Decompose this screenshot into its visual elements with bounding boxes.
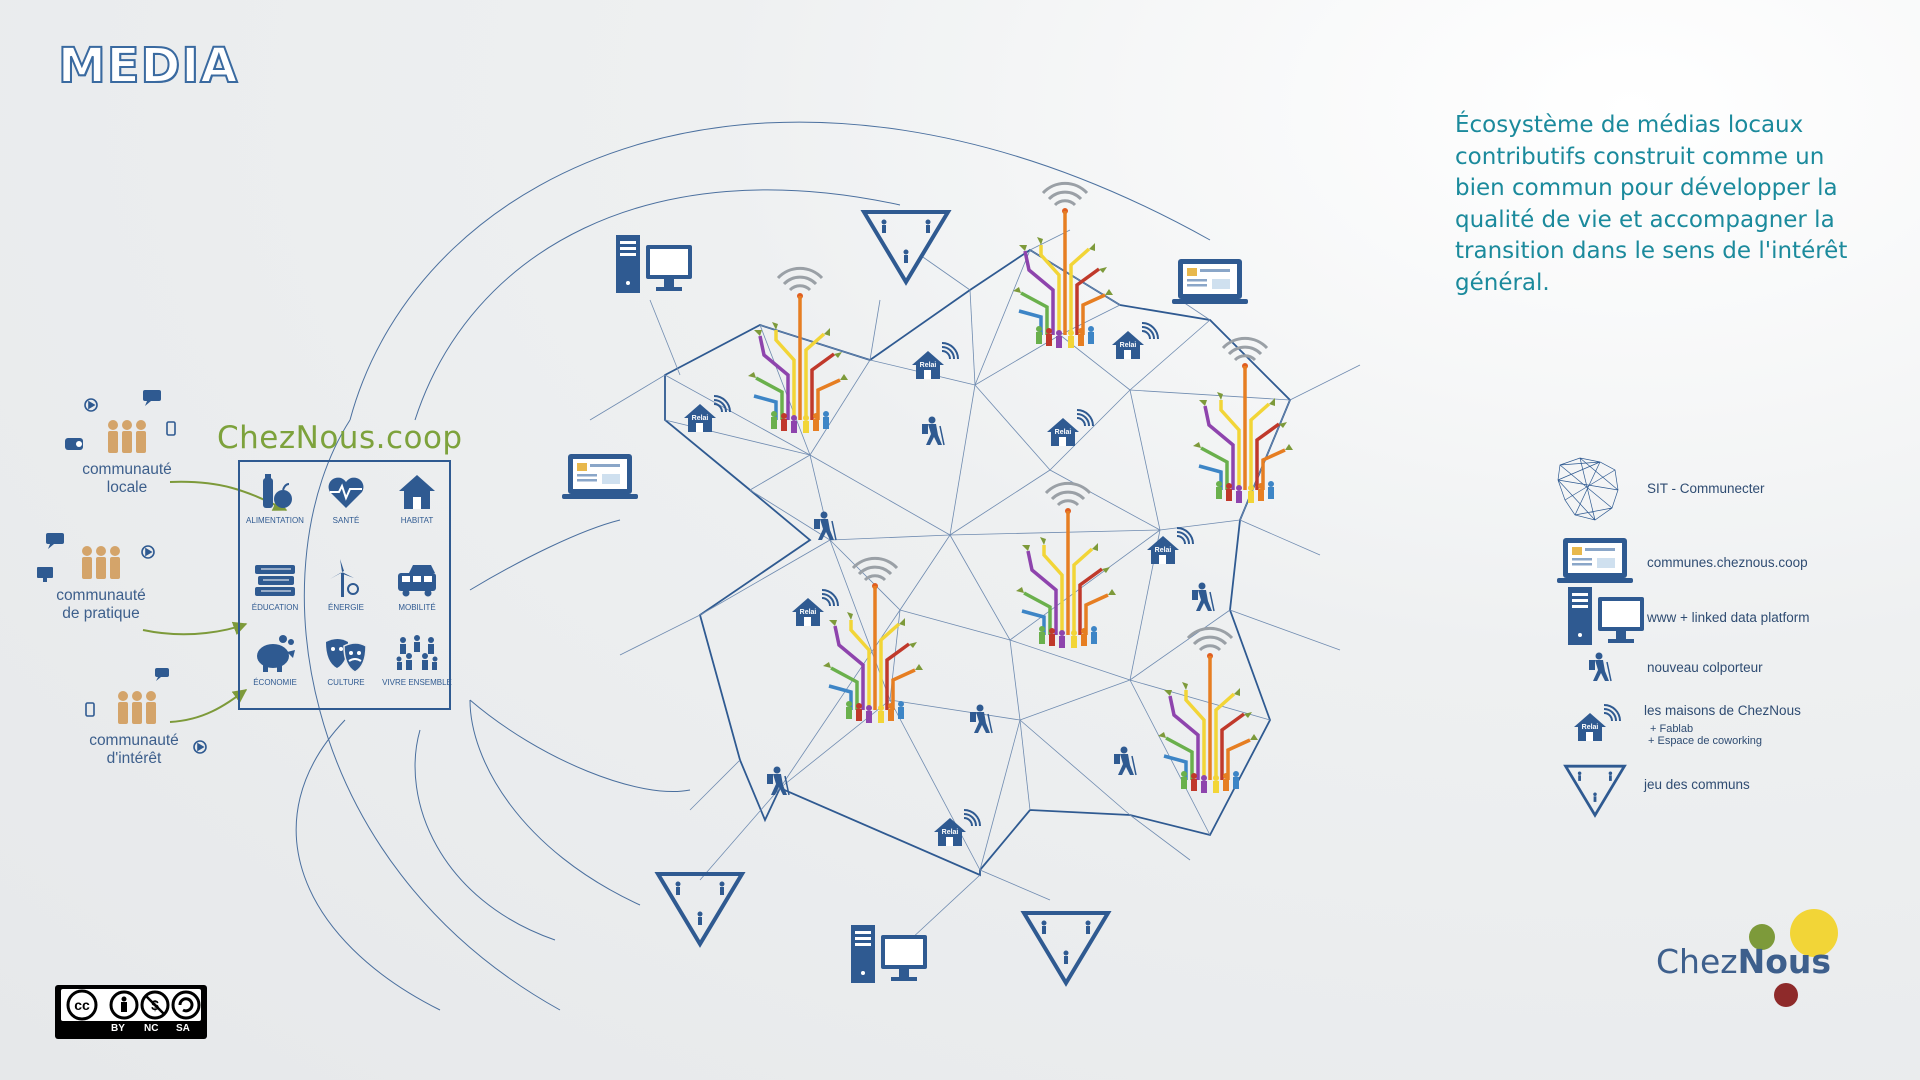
legend-triangle-icon (1564, 764, 1626, 817)
legend-sub-coworking: + Espace de coworking (1648, 735, 1763, 747)
heart-pulse-icon (328, 477, 364, 508)
cc-icon: cc $ (66, 989, 201, 1021)
page-title: MEDIA (57, 37, 239, 95)
community-label-line: communauté (82, 461, 172, 478)
sector-label: ÉDUCATION (251, 603, 299, 612)
legend-label-communes: communes.cheznous.coop (1647, 555, 1808, 570)
legend-desktop-icon (1568, 587, 1644, 645)
cc-license-icons: cc $ (61, 989, 201, 1021)
cheznous-logo[interactable]: ChezNous (1656, 942, 1831, 981)
cc-sa-label: SA (176, 1023, 190, 1034)
sector-energie: ÉNERGIE (311, 559, 381, 612)
legend-laptop-icon (1557, 538, 1633, 583)
triangle-people-icon (656, 872, 744, 946)
sectors-box: ALIMENTATION SANTÉ HABITAT ÉDUCATION ÉNE… (238, 460, 452, 710)
sector-alimentation: ALIMENTATION (240, 472, 310, 525)
logo-green-circle (1749, 924, 1775, 950)
community-label-line: communauté (56, 587, 146, 604)
sector-label: MOBILITÉ (398, 603, 436, 612)
community-label-interet: communauté d'intérêt (69, 732, 199, 768)
intro-text: Écosystème de médias locaux contributifs… (1455, 112, 1848, 296)
relai-house-icon (933, 809, 981, 847)
network-mesh (589, 229, 1361, 941)
logo-red-circle (1774, 983, 1798, 1007)
community-people-icon (108, 420, 146, 453)
sector-economie: ÉCONOMIE (240, 634, 310, 687)
hiker-icon (921, 415, 945, 446)
relai-house-icon (683, 395, 731, 433)
food-icon (263, 474, 292, 508)
piggy-bank-icon (257, 635, 295, 672)
outer-arcs (295, 121, 1211, 1011)
sector-mobilite: MOBILITÉ (382, 559, 452, 612)
sector-label: ÉCONOMIE (253, 678, 297, 687)
cc-nc-label: NC (144, 1023, 159, 1034)
cheznous-brand-label: ChezNous.coop (217, 420, 463, 456)
hiker-icon (1191, 581, 1215, 612)
legend-label-colporteur: nouveau colporteur (1647, 660, 1763, 675)
svg-text:cc: cc (74, 997, 90, 1013)
desktop-computer-icon (616, 235, 692, 293)
media-tree-west (746, 266, 850, 435)
sector-label: ALIMENTATION (246, 516, 304, 525)
house-icon (399, 475, 435, 509)
legend-label-jeu: jeu des communs (1644, 777, 1750, 792)
community-label-line: d'intérêt (106, 750, 162, 767)
logo-text-chez: Chez (1656, 942, 1738, 981)
legend-network-mesh-icon (1557, 457, 1619, 521)
laptop-icon (562, 454, 638, 499)
community-people-icon (118, 691, 156, 724)
media-tree-north (1011, 181, 1115, 350)
cc-license-badge[interactable]: cc $ BY NC SA (55, 985, 207, 1039)
community-label-pratique: communauté de pratique (36, 587, 166, 623)
relai-house-icon (911, 342, 959, 380)
sector-label: SANTÉ (332, 516, 360, 525)
sector-habitat: HABITAT (382, 472, 452, 525)
relai-house-icon (1146, 527, 1194, 565)
relai-house-icon (1046, 409, 1094, 447)
logo-yellow-circle (1790, 909, 1838, 957)
legend-label-maisons: les maisons de ChezNous (1644, 703, 1801, 718)
media-tree-east (1191, 336, 1295, 505)
sector-label: HABITAT (400, 516, 434, 525)
legend-label-www: www + linked data platform (1647, 610, 1810, 625)
bus-car-icon (398, 565, 436, 597)
cc-by-label: BY (111, 1023, 125, 1034)
community-label-line: de pratique (62, 605, 140, 622)
laptop-icon (1172, 259, 1248, 304)
community-label-line: communauté (89, 732, 179, 749)
hiker-icon (969, 703, 993, 734)
community-people-icon (82, 546, 120, 579)
media-tree-center (1014, 481, 1118, 650)
triangle-people-icon (862, 210, 950, 284)
wind-turbine-icon (330, 559, 359, 597)
triangle-people-icon (1022, 911, 1110, 985)
community-label-locale: communauté locale (62, 461, 192, 497)
legend-label-sit: SIT - Communecter (1647, 481, 1765, 496)
theater-masks-icon (326, 639, 367, 673)
hiker-icon (1113, 745, 1137, 776)
sector-label: VIVRE ENSEMBLE (382, 678, 452, 687)
sector-sante: SANTÉ (311, 472, 381, 525)
sector-vivre-ensemble: VIVRE ENSEMBLE (382, 634, 452, 687)
sector-education: ÉDUCATION (240, 559, 310, 612)
desktop-computer-icon (851, 925, 927, 983)
legend-hiker-icon (1588, 651, 1612, 682)
legend-house-icon (1573, 704, 1621, 742)
legend-sub-fablab: + Fablab (1650, 723, 1694, 735)
books-icon (255, 565, 295, 596)
people-group-icon (396, 635, 438, 670)
sector-label: CULTURE (327, 678, 365, 687)
sector-culture: CULTURE (311, 634, 381, 687)
media-tree-southeast (1156, 626, 1260, 795)
logo-text-nous: Nous (1737, 942, 1832, 981)
relai-house-icon (1111, 322, 1159, 360)
hiker-icon (813, 510, 837, 541)
community-label-line: locale (106, 479, 148, 496)
sector-label: ÉNERGIE (327, 603, 364, 612)
